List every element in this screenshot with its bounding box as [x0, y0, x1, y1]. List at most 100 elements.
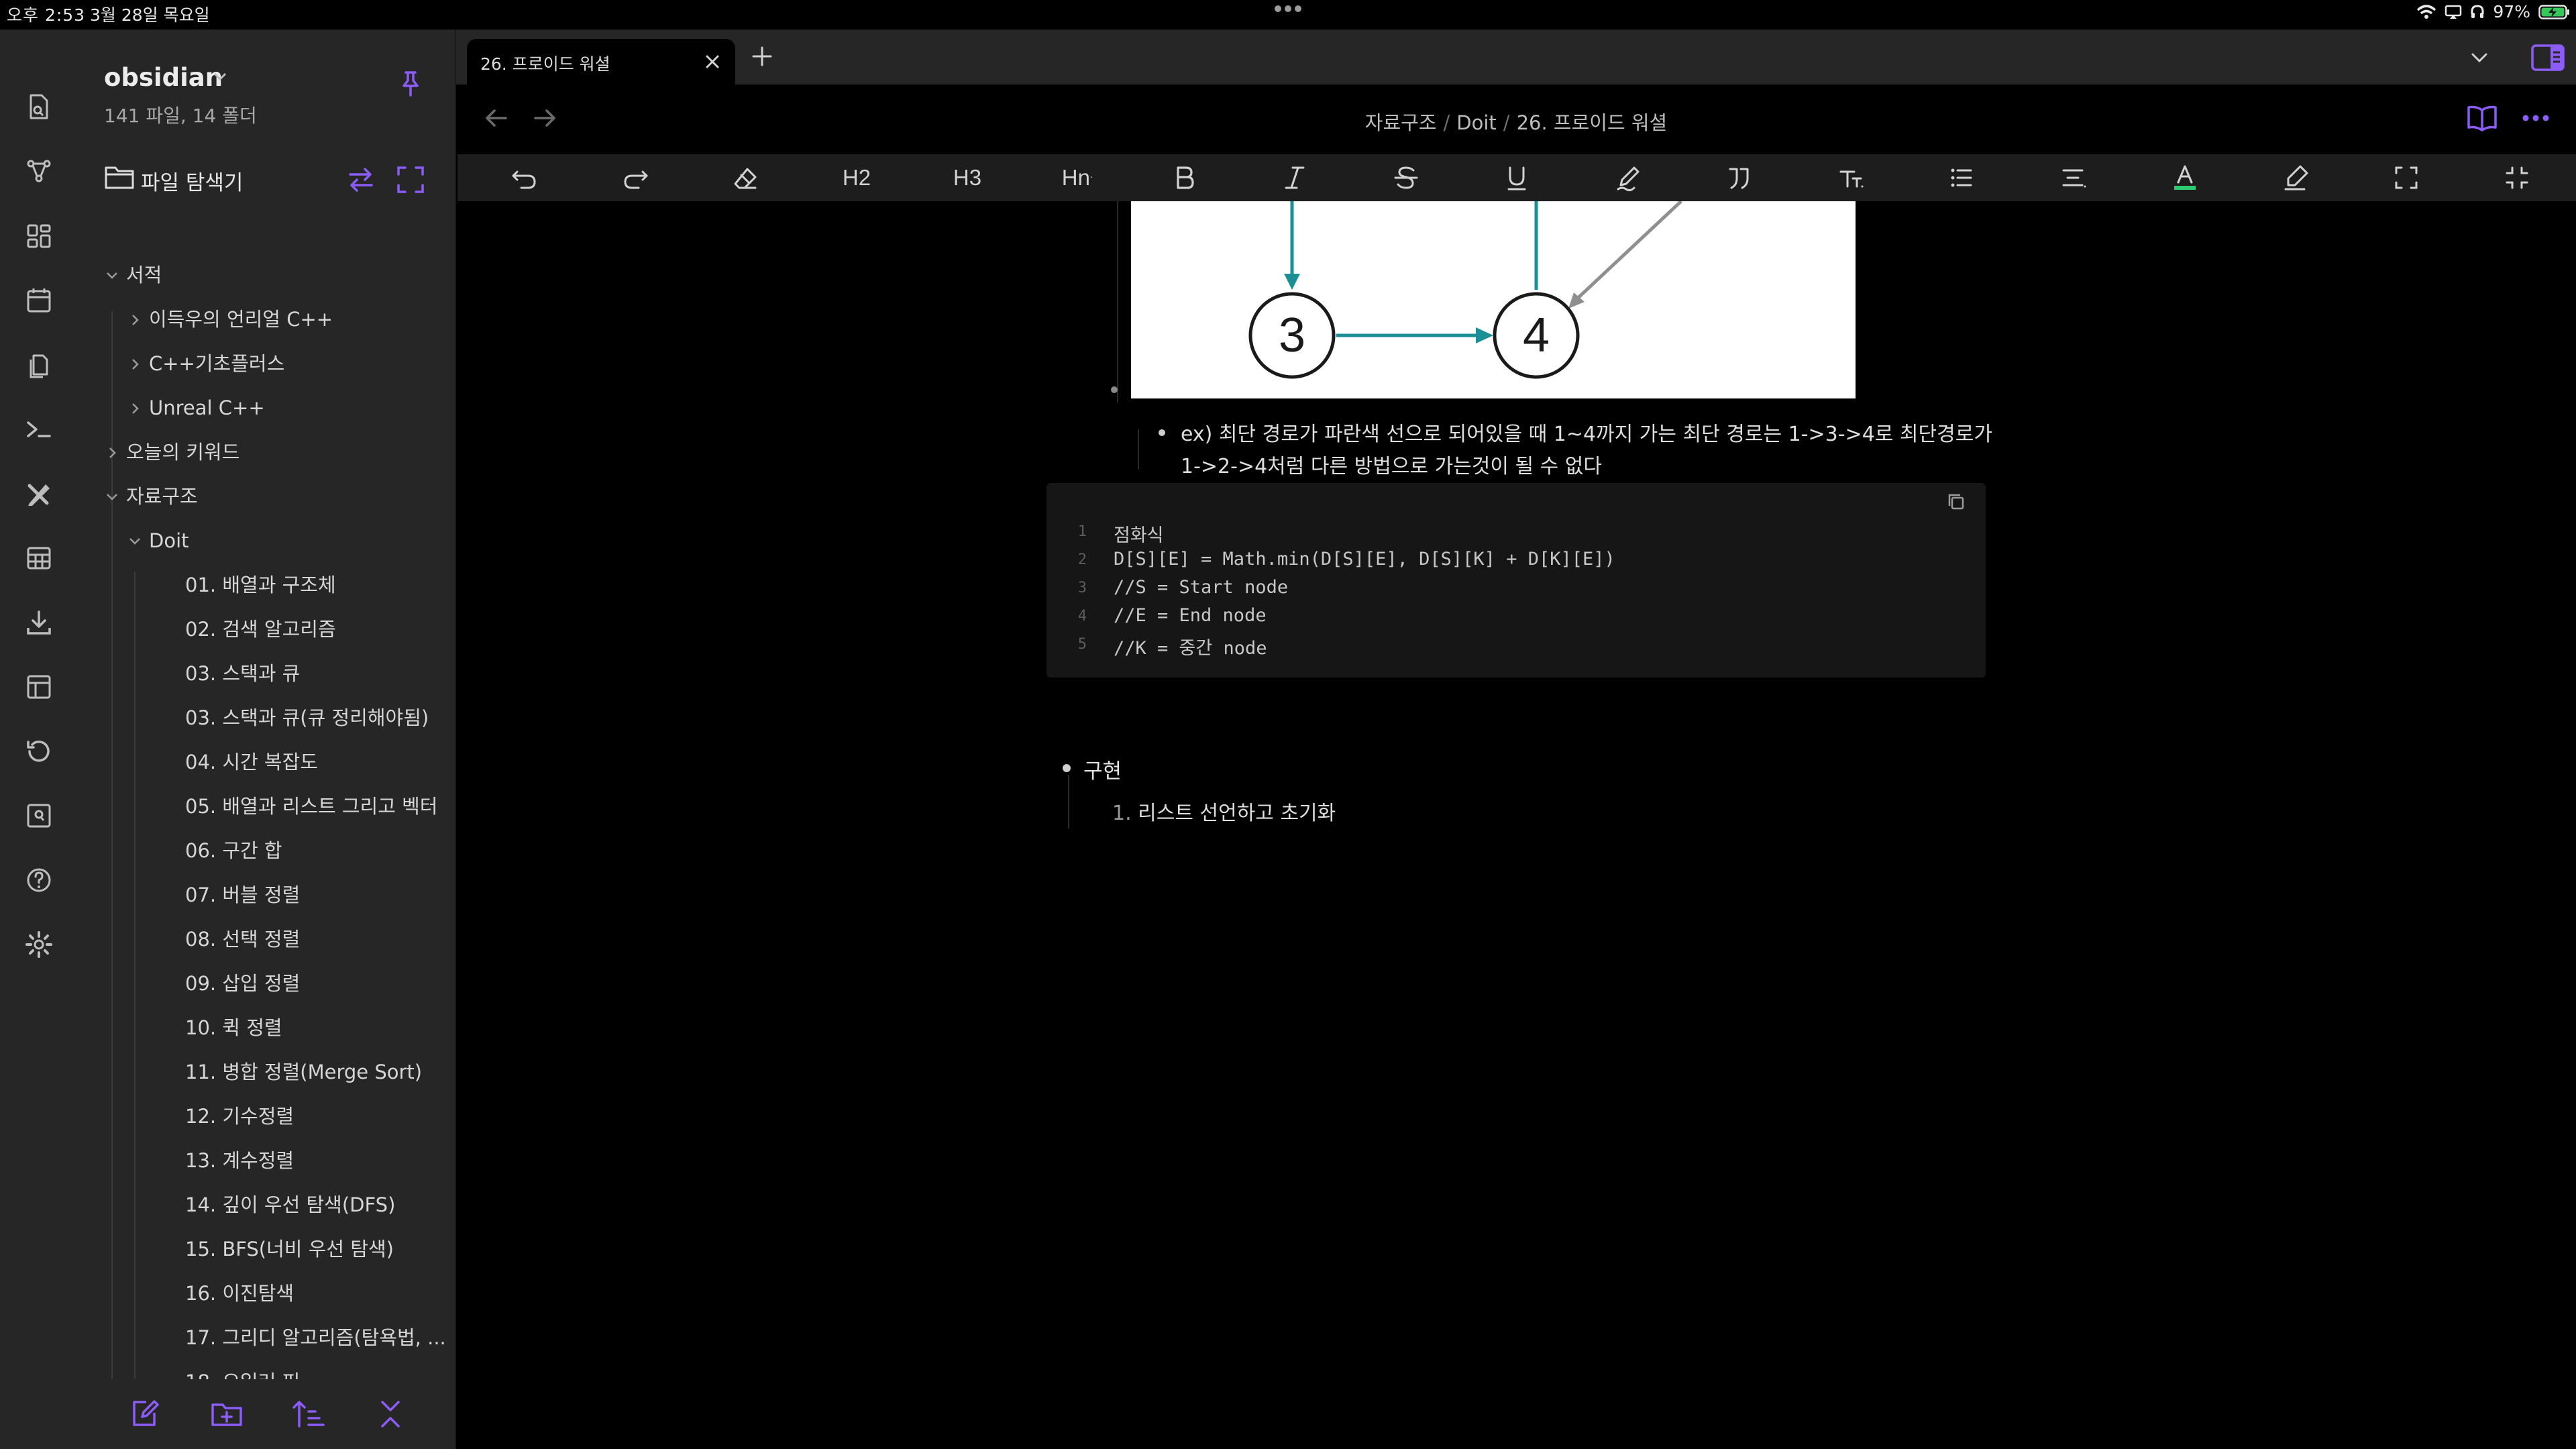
example-text-line: ex) 최단 경로가 파란색 선으로 되어있을 때 1~4까지 가는 최단 경로… — [1181, 423, 1992, 446]
new-folder-icon[interactable] — [209, 1397, 244, 1432]
chevron-right-icon[interactable] — [127, 313, 142, 327]
table-icon[interactable] — [23, 542, 55, 574]
tab-list-chevron-down-icon[interactable] — [2467, 46, 2491, 70]
note-content[interactable]: 3 4 ex) 최단 경로가 파란색 선으로 되어있을 때 1~4까지 가는 최… — [456, 201, 2576, 1449]
expand-icon[interactable] — [396, 165, 425, 195]
underline-icon[interactable] — [1497, 161, 1537, 195]
tree-item-label: 이득우의 언리얼 C++ — [149, 308, 333, 331]
highlight-pen-icon[interactable] — [1608, 161, 1648, 195]
code-text: //S = Start node — [1114, 577, 1289, 598]
heading-2-button[interactable]: H2 — [833, 161, 880, 195]
line-number: 4 — [1077, 608, 1087, 625]
tree-item-label: 13. 계수정렬 — [185, 1149, 294, 1172]
back-arrow-icon[interactable] — [483, 105, 510, 131]
list-number: 1. — [1112, 802, 1132, 825]
line-number: 5 — [1077, 636, 1087, 653]
tree-item-label: 09. 삽입 정렬 — [185, 972, 301, 995]
undo-icon[interactable] — [504, 161, 545, 195]
line-number: 3 — [1077, 580, 1087, 596]
collapse-all-icon[interactable] — [373, 1397, 408, 1432]
search-files-icon[interactable] — [23, 91, 55, 123]
copy-files-icon[interactable] — [23, 349, 55, 381]
dashboard-icon[interactable] — [23, 220, 55, 252]
status-time: 오후 2:53 — [7, 5, 86, 25]
chevron-right-icon[interactable] — [127, 401, 142, 416]
ribbon — [0, 30, 78, 1449]
strikethrough-icon[interactable] — [1386, 161, 1426, 195]
sort-order-icon[interactable] — [291, 1397, 326, 1432]
breadcrumb-item[interactable]: Doit — [1456, 111, 1497, 134]
vault-chevron-down-icon[interactable] — [212, 71, 228, 82]
help-icon[interactable] — [23, 864, 55, 896]
close-icon[interactable] — [702, 51, 723, 72]
eraser-icon[interactable] — [725, 161, 765, 195]
example-text-line: 1->2->4처럼 다른 방법으로 가는것이 될 수 없다 — [1181, 455, 1603, 478]
list-bullet — [1111, 386, 1118, 393]
italic-icon[interactable] — [1275, 161, 1315, 195]
tab-bar: 26. 프로이드 워셜 — [456, 30, 2576, 85]
align-icon[interactable] — [2051, 161, 2096, 195]
tree-item-label: 08. 선택 정렬 — [185, 928, 301, 951]
exit-fullscreen-icon[interactable] — [2497, 161, 2537, 195]
sidebar-bottom-toolbar — [78, 1379, 455, 1449]
breadcrumb-item[interactable]: 자료구조 — [1364, 111, 1437, 134]
new-note-icon[interactable] — [127, 1397, 162, 1432]
text-format-icon[interactable] — [1829, 161, 1873, 195]
implementation-heading: 구현 — [1083, 759, 1122, 784]
quote-icon[interactable] — [1719, 161, 1759, 195]
status-date: 3월 28일 목요일 — [90, 5, 210, 25]
list-indent-guide — [1138, 429, 1139, 470]
multitasking-dots-icon[interactable] — [1273, 4, 1303, 13]
more-options-icon[interactable] — [2520, 103, 2552, 133]
download-icon[interactable] — [23, 606, 55, 639]
redo-icon[interactable] — [615, 161, 655, 195]
graph-node-3: 3 — [1279, 309, 1305, 362]
graph-view-icon[interactable] — [23, 156, 55, 188]
tree-item-label: 오늘의 키워드 — [126, 441, 240, 464]
chevron-down-icon[interactable] — [105, 268, 119, 283]
heading-n-button[interactable]: Hn· — [1061, 165, 1093, 190]
line-number: 1 — [1077, 523, 1087, 540]
tree-item-label: 14. 깊이 우선 탐색(DFS) — [185, 1193, 396, 1216]
pin-icon[interactable] — [396, 68, 425, 98]
draw-icon[interactable] — [23, 478, 55, 510]
copy-icon[interactable] — [1945, 491, 1967, 513]
auto-reveal-icon[interactable] — [346, 165, 376, 195]
forward-arrow-icon[interactable] — [531, 105, 558, 131]
chevron-down-icon[interactable] — [127, 534, 142, 549]
reading-view-icon[interactable] — [2466, 103, 2498, 133]
text-color-icon[interactable] — [2163, 161, 2208, 195]
tree-item-label: 03. 스택과 큐 — [185, 662, 301, 685]
list-bullet — [1063, 764, 1071, 772]
publish-icon[interactable] — [23, 800, 55, 832]
calendar-icon[interactable] — [23, 284, 55, 317]
new-tab-icon[interactable] — [750, 44, 774, 68]
history-icon[interactable] — [23, 735, 55, 767]
highlighter-icon[interactable] — [2275, 161, 2319, 195]
breadcrumb-current[interactable]: 26. 프로이드 워셜 — [1516, 111, 1668, 134]
settings-icon[interactable] — [23, 928, 55, 961]
heading-3-button[interactable]: H3 — [944, 161, 991, 195]
bold-icon[interactable] — [1164, 161, 1204, 195]
chevron-right-icon[interactable] — [127, 357, 142, 372]
fullscreen-icon[interactable] — [2386, 161, 2426, 195]
graph-node-4: 4 — [1523, 309, 1550, 362]
template-icon[interactable] — [23, 671, 55, 703]
code-text: //E = End node — [1114, 605, 1267, 626]
tab-active[interactable]: 26. 프로이드 워셜 — [467, 39, 735, 85]
chevron-down-icon[interactable] — [105, 490, 119, 504]
code-line: 5//K = 중간 node — [1046, 633, 1986, 661]
bullet-list-icon[interactable] — [1940, 161, 1984, 195]
vault-name[interactable]: obsidian — [104, 63, 223, 92]
tree-item-label: 01. 배열과 구조체 — [185, 574, 336, 596]
vault-stats: 141 파일, 14 폴더 — [104, 105, 257, 127]
chevron-right-icon[interactable] — [105, 445, 119, 460]
right-sidebar-toggle-icon[interactable] — [2530, 43, 2565, 72]
terminal-icon[interactable] — [23, 413, 55, 445]
tree-item-label: Doit — [149, 529, 189, 552]
breadcrumb: 자료구조/Doit/26. 프로이드 워셜 — [456, 107, 2576, 136]
screen-mirroring-icon — [2445, 4, 2462, 20]
